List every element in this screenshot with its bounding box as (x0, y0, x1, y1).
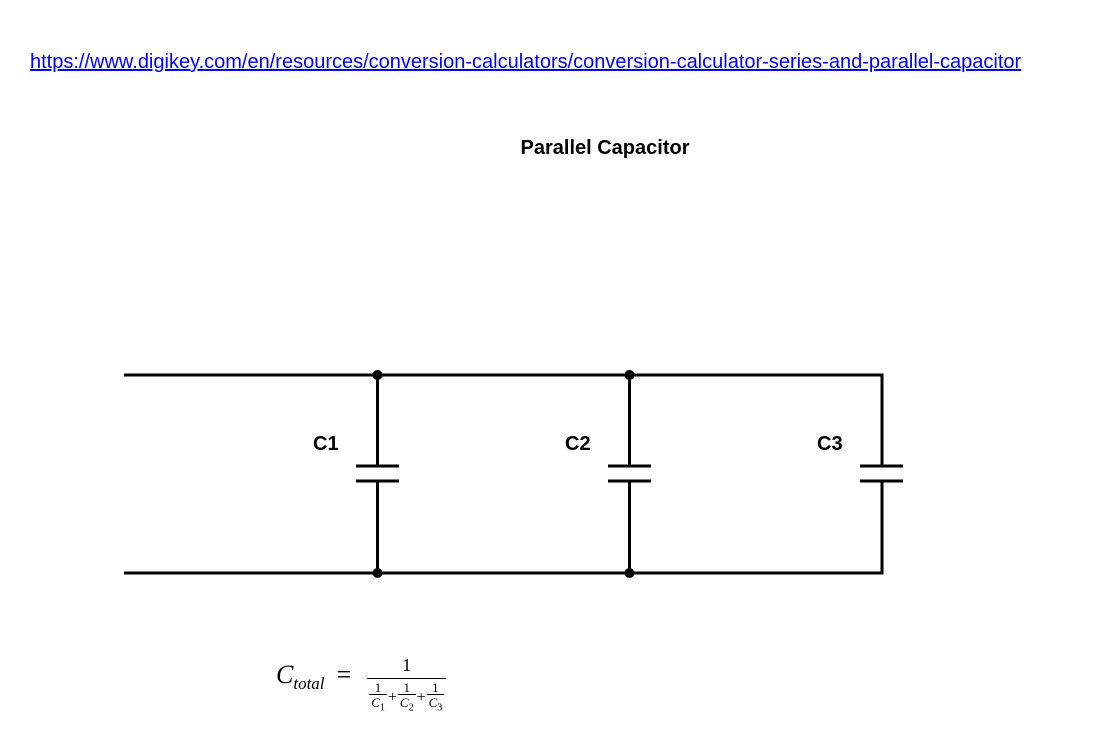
term-2-symbol: C (399, 695, 409, 710)
formula-plus: + (416, 689, 426, 707)
term-2-numerator: 1 (403, 680, 410, 695)
formula-term-2: 1 C2 (397, 680, 416, 716)
diagram-title: Parallel Capacitor (520, 137, 690, 159)
formula-term-3: 1 C3 (426, 680, 445, 716)
term-1-subscript: 1 (379, 702, 385, 714)
term-3-bar (426, 694, 445, 695)
formula-plus: + (387, 689, 397, 707)
junction-dot (624, 568, 635, 578)
capacitor-c2 (608, 375, 651, 573)
term-1-denominator: C1 (369, 695, 387, 716)
term-1-numerator: 1 (374, 680, 382, 695)
junction-dot (372, 370, 383, 380)
formula-lhs: Ctotal (276, 655, 325, 704)
junction-dot (372, 568, 383, 578)
term-2-denominator: C2 (398, 695, 416, 716)
term-3-numerator: 1 (432, 680, 439, 695)
term-3-subscript: 3 (437, 702, 443, 714)
term-3-denominator: C3 (427, 695, 445, 716)
formula-lhs-symbol: C (276, 660, 294, 689)
capacitor-label-c2: C2 (565, 433, 591, 455)
formula-fraction-bar (367, 678, 447, 679)
formula-denominator: 1 C1 + 1 C2 + 1 C3 (367, 681, 446, 716)
term-1-bar (369, 694, 387, 695)
term-2-bar (397, 694, 416, 695)
total-capacitance-formula: Ctotal = 1 1 C1 + 1 C2 + 1 C3 (276, 655, 447, 716)
junction-dot (624, 370, 635, 380)
term-1-symbol: C (371, 695, 380, 710)
term-2-subscript: 2 (408, 702, 414, 714)
formula-numerator: 1 (402, 655, 412, 675)
capacitor-label-c1: C1 (313, 433, 339, 455)
term-3-symbol: C (428, 695, 438, 710)
formula-equals: = (336, 660, 352, 689)
formula-fraction: 1 1 C1 + 1 C2 + 1 C3 (367, 655, 447, 716)
source-url-link[interactable]: https://www.digikey.com/en/resources/con… (30, 51, 1022, 73)
capacitor-c1 (356, 375, 399, 573)
formula-term-1: 1 C1 (369, 681, 387, 716)
capacitor-label-c3: C3 (817, 433, 843, 455)
formula-lhs-subscript: total (293, 674, 325, 693)
capacitor-c3 (860, 373, 903, 575)
